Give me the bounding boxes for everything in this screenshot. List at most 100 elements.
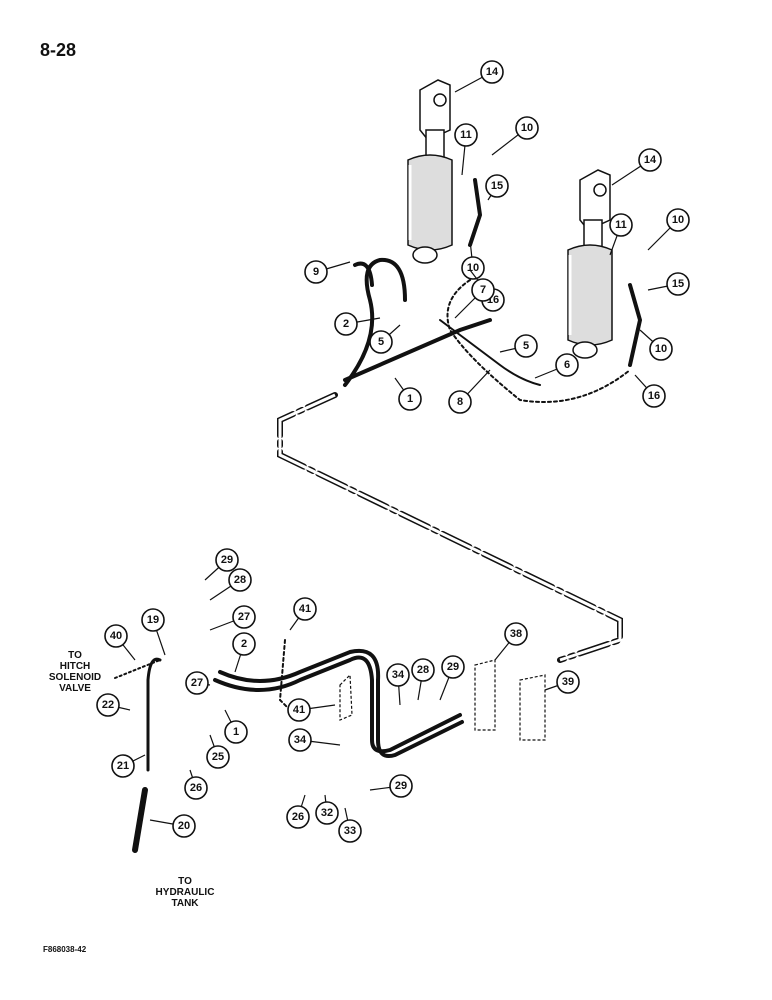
callout-label: 34 [392, 669, 405, 681]
callout-11: 11 [609, 213, 633, 256]
callout-label: 5 [523, 340, 529, 352]
callout-label: 41 [293, 704, 305, 716]
callout-2: 2 [232, 632, 256, 673]
callout-balloon [185, 671, 209, 695]
callout-label: 15 [491, 180, 503, 192]
callout-balloon [515, 116, 539, 140]
callout-5: 5 [499, 334, 538, 358]
callout-label: 20 [178, 820, 190, 832]
callout-40: 40 [104, 624, 136, 661]
callout-32: 32 [315, 794, 339, 825]
callout-7: 7 [454, 278, 495, 319]
callout-balloon [441, 655, 465, 679]
callout-balloon [286, 805, 310, 829]
callout-balloon [514, 334, 538, 358]
callout-label: 28 [234, 574, 246, 586]
callout-1: 1 [394, 377, 422, 411]
callout-balloon [334, 312, 358, 336]
callout-balloon [638, 148, 662, 172]
callout-6: 6 [534, 353, 579, 379]
callout-label: 26 [190, 782, 202, 794]
callout-balloon [480, 60, 504, 84]
callout-label: 10 [521, 122, 533, 134]
callout-balloon [215, 548, 239, 572]
callout-balloon [386, 663, 410, 687]
callout-label: 29 [447, 661, 459, 673]
callout-balloon [96, 693, 120, 717]
callout-14: 14 [611, 148, 662, 186]
callout-27: 27 [209, 605, 256, 631]
callout-label: 14 [644, 154, 657, 166]
callout-label: 27 [191, 677, 203, 689]
callout-41: 41 [289, 597, 317, 631]
callout-1: 1 [224, 709, 248, 744]
callout-10: 10 [647, 208, 690, 251]
callout-label: 38 [510, 628, 522, 640]
callout-label: 21 [117, 760, 129, 772]
callout-8: 8 [448, 369, 491, 414]
callout-label: 1 [233, 726, 239, 738]
callout-label: 1 [407, 393, 413, 405]
callout-2: 2 [334, 312, 381, 336]
callout-label: 10 [672, 214, 684, 226]
callout-19: 19 [141, 608, 166, 656]
callout-10: 10 [461, 239, 485, 280]
callout-label: 28 [417, 664, 429, 676]
callout-balloon [666, 272, 690, 296]
callout-label: 22 [102, 699, 114, 711]
callout-balloon [411, 658, 435, 682]
callout-9: 9 [304, 260, 351, 284]
callout-label: 5 [378, 336, 384, 348]
callout-balloon [454, 123, 478, 147]
callout-15: 15 [485, 174, 509, 201]
callout-balloon [504, 622, 528, 646]
callout-balloon [642, 384, 666, 408]
callout-balloon [287, 698, 311, 722]
callout-29: 29 [369, 774, 413, 798]
callout-label: 33 [344, 825, 356, 837]
callout-balloon [304, 260, 328, 284]
callout-label: 40 [110, 630, 122, 642]
callout-38: 38 [494, 622, 528, 661]
callout-balloon [141, 608, 165, 632]
callout-label: 6 [564, 359, 570, 371]
callout-34: 34 [288, 728, 341, 752]
figure-code: F868038-42 [43, 945, 87, 954]
callout-10: 10 [491, 116, 539, 156]
callout-label: 11 [460, 129, 472, 141]
callout-balloon [232, 605, 256, 629]
callout-22: 22 [96, 693, 131, 717]
callout-label: 7 [480, 284, 486, 296]
callout-39: 39 [544, 670, 580, 694]
callout-balloon [556, 670, 580, 694]
callout-balloon [555, 353, 579, 377]
callout-balloon [461, 256, 485, 280]
connection-path-inner [278, 393, 622, 662]
callout-label: 2 [241, 638, 247, 650]
callout-balloon [471, 278, 495, 302]
callout-14: 14 [454, 60, 504, 93]
callout-balloon [398, 387, 422, 411]
callout-balloon [184, 776, 208, 800]
callout-label: 25 [212, 751, 224, 763]
callout-label: 29 [395, 780, 407, 792]
callout-label: 11 [615, 219, 627, 231]
callout-label: 2 [343, 318, 349, 330]
callout-label: 26 [292, 811, 304, 823]
callout-balloon [448, 390, 472, 414]
callout-28: 28 [411, 658, 435, 701]
callout-label: 39 [562, 676, 574, 688]
callout-balloon [228, 568, 252, 592]
hydraulic-cylinder-left [407, 79, 453, 264]
callout-balloon [232, 632, 256, 656]
callout-balloon [649, 337, 673, 361]
callout-label: 27 [238, 611, 250, 623]
callout-10: 10 [639, 329, 673, 361]
callout-balloon [369, 330, 393, 354]
callout-balloon [104, 624, 128, 648]
callout-balloon [315, 801, 339, 825]
callout-label: 15 [672, 278, 684, 290]
callout-label: 34 [294, 734, 307, 746]
callout-balloon [338, 819, 362, 843]
